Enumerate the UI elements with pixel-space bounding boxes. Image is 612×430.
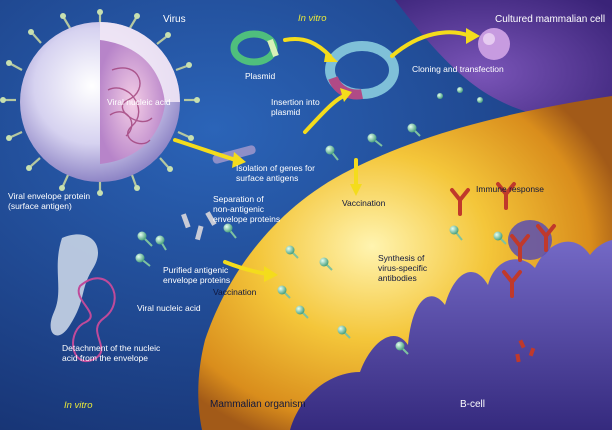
empty-envelope [50,234,99,336]
label-vaccination-bottom: Vaccination [213,287,257,297]
label-mammalian-organism: Mammalian organism [210,399,306,410]
process-arrows [173,30,472,276]
antibodies [450,182,556,298]
label-viral-envelope-protein: Viral envelope protein (surface antigen) [8,191,91,211]
label-cultured-cell: Cultured mammalian cell [495,14,606,25]
label-immune-response: Immune response [476,184,545,194]
label-insertion: Insertion into plasmid [271,97,320,117]
b-cell-shape [290,240,612,430]
label-in-vitro-top: In vitro [298,13,327,24]
label-vaccination-top: Vaccination [342,198,386,208]
small-antibodies [515,339,536,363]
label-virus: Virus [163,14,186,25]
label-in-vitro-bottom: In vitro [64,400,93,411]
label-plasmid: Plasmid [245,71,276,81]
transfected-cell [478,28,510,60]
label-detachment: Detachment of the nucleic acid from the … [62,343,161,363]
label-viral-nucleic-acid-bottom: Viral nucleic acid [137,303,201,313]
label-cloning: Cloning and transfection [412,64,504,74]
non-antigenic-proteins [181,211,217,241]
label-separation: Separation of non-antigenic envelope pro… [213,194,281,224]
label-viral-nucleic-acid-top: Viral nucleic acid [107,97,171,107]
free-nucleic-acid [72,277,116,363]
label-purified: Purified antigenic envelope proteins [163,265,231,285]
label-isolation: Isolation of genes for surface antigens [236,163,315,183]
virus-particle [0,9,200,196]
label-b-cell: B-cell [460,399,486,410]
label-synthesis: Synthesis of virus-specific antibodies [378,253,428,283]
plasmid-ring [230,30,279,66]
